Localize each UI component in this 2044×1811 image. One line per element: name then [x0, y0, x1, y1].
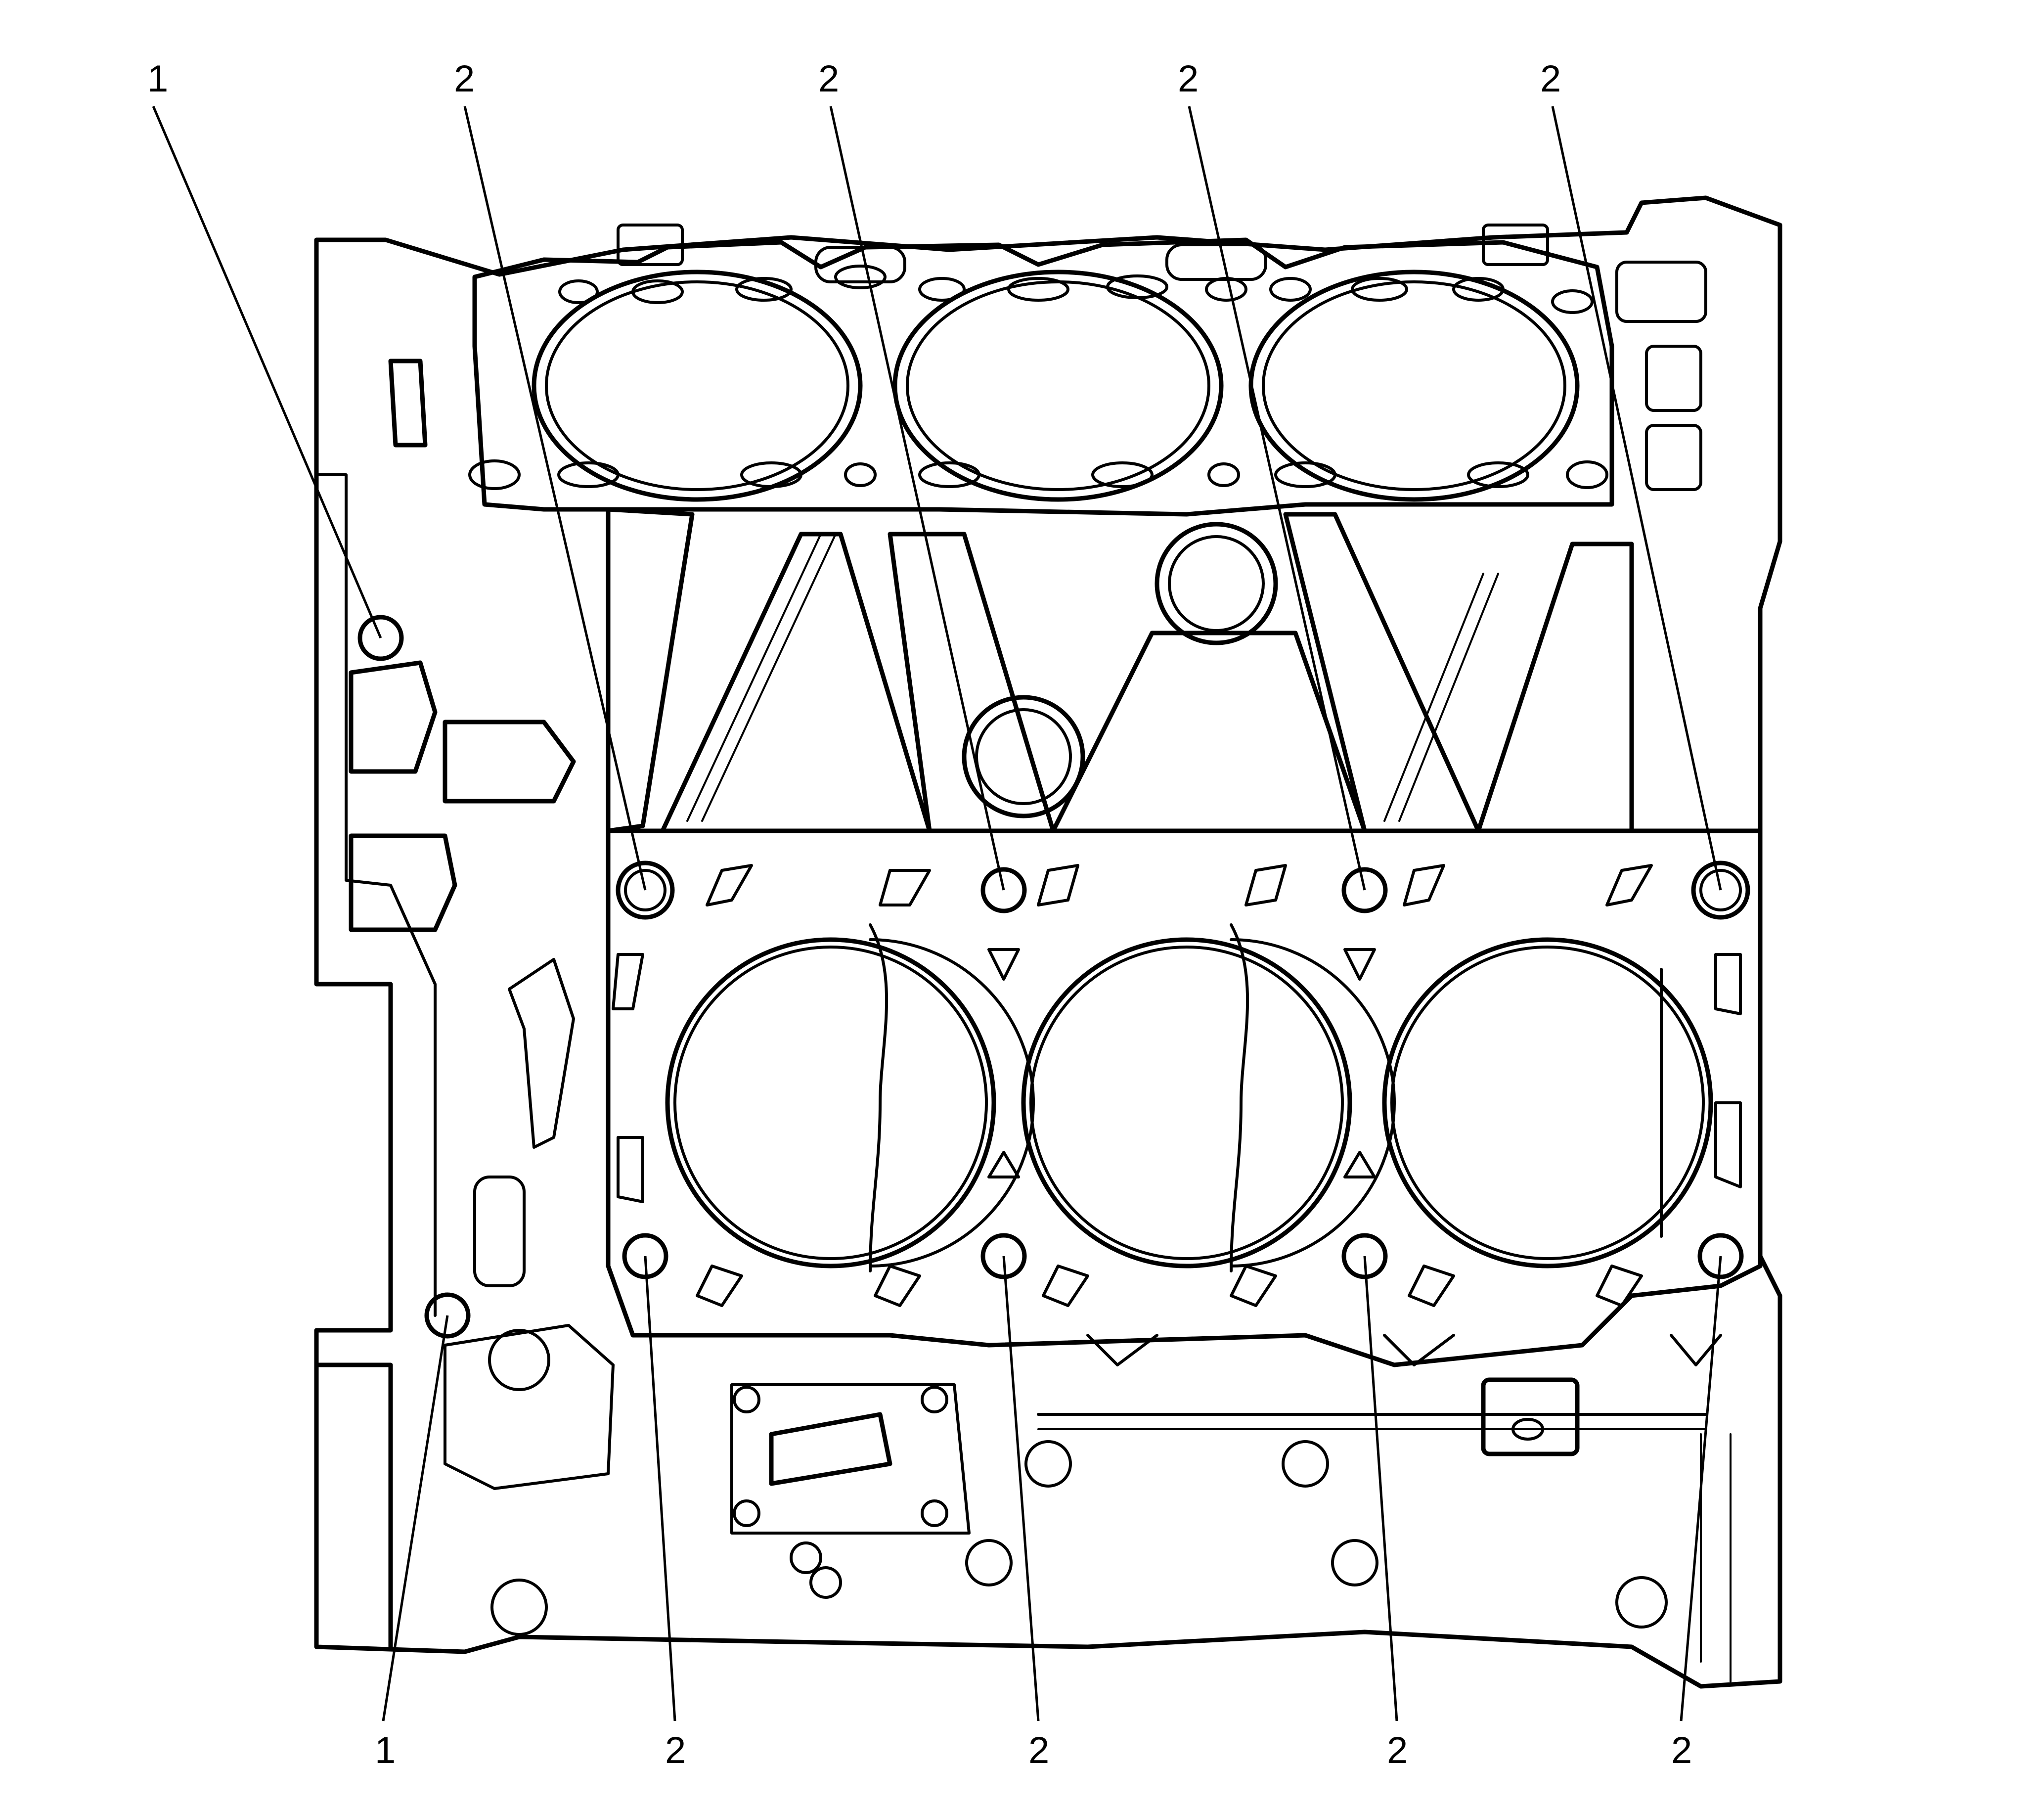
callout-bottom-2a: 2	[665, 1729, 686, 1771]
callout-top-2c: 2	[1178, 58, 1199, 100]
engine-block	[314, 195, 1782, 1689]
lower-bore-3	[1382, 937, 1713, 1268]
callout-top-2a: 2	[454, 58, 475, 100]
callout-bottom-2d: 2	[1671, 1729, 1692, 1771]
left-side-features	[349, 359, 576, 1287]
lower-bore-2	[1021, 937, 1352, 1268]
leader-bottom-2a	[644, 1256, 676, 1721]
callout-labels-top: 1 2 2 2 2	[147, 58, 1561, 100]
lower-bore-1	[665, 937, 996, 1268]
leader-top-2d	[1551, 106, 1722, 891]
callout-top-2b: 2	[818, 58, 839, 100]
valley	[606, 507, 1634, 833]
leader-top-2a	[463, 106, 647, 891]
upper-bore-1	[532, 270, 863, 502]
leader-bottom-2b	[1002, 1256, 1040, 1721]
leader-bottom-2d	[1680, 1256, 1722, 1721]
bottom-features	[314, 1324, 1732, 1682]
callout-bottom-1: 1	[375, 1729, 396, 1771]
lower-deck-ports	[612, 864, 1742, 1307]
dowel-holes	[357, 615, 471, 1339]
left-side-face	[315, 473, 437, 1317]
leader-bottom-1	[382, 1315, 449, 1721]
lower-deck-gasket-face	[606, 828, 1763, 1367]
upper-deck-gasket-face	[472, 237, 1614, 517]
callout-bottom-2b: 2	[1028, 1729, 1049, 1771]
callout-labels-bottom: 1 2 2 2 2	[375, 1729, 1692, 1771]
upper-bore-2	[892, 270, 1224, 502]
callout-top-2d: 2	[1540, 58, 1561, 100]
head-bolt-holes	[616, 860, 1750, 1279]
callout-top-1: 1	[147, 58, 168, 100]
callout-bottom-2c: 2	[1387, 1729, 1408, 1771]
upper-bore-3	[1248, 270, 1580, 502]
leader-top-2c	[1188, 106, 1366, 891]
leader-lines	[152, 106, 1722, 1721]
leader-top-1	[152, 106, 382, 638]
leader-bottom-2c	[1363, 1256, 1398, 1721]
leader-top-2b	[829, 106, 1005, 891]
upper-deck-ports	[468, 224, 1707, 491]
